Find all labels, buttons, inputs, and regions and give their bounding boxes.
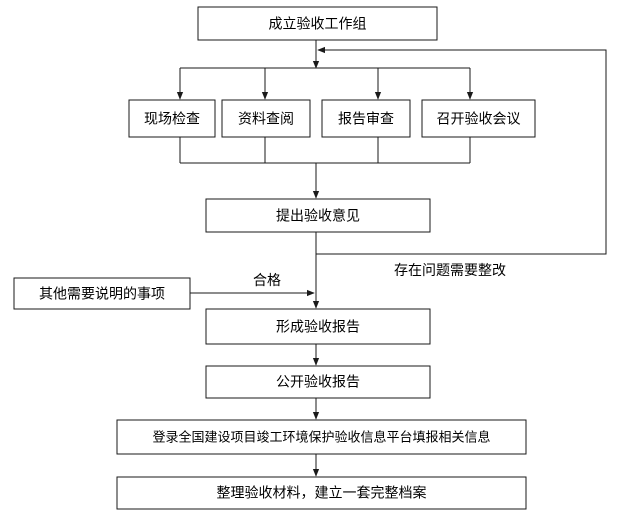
node-hold-meeting: 召开验收会议	[421, 99, 536, 138]
node-register-platform-label: 登录全国建设项目竣工环境保护验收信息平台填报相关信息	[152, 430, 490, 446]
node-hold-meeting-label: 召开验收会议	[437, 112, 521, 128]
node-form-report-label: 形成验收报告	[276, 320, 360, 336]
node-register-platform: 登录全国建设项目竣工环境保护验收信息平台填报相关信息	[116, 419, 527, 455]
node-propose-opinion: 提出验收意见	[205, 198, 431, 233]
node-report-review-label: 报告审查	[338, 112, 394, 128]
edge-label-rectification: 存在问题需要整改	[394, 263, 506, 279]
connectors	[176, 40, 607, 477]
node-publish-report-label: 公开验收报告	[276, 375, 360, 391]
node-form-report: 形成验收报告	[205, 308, 431, 345]
node-publish-report: 公开验收报告	[205, 365, 431, 399]
node-document-review: 资料查阅	[221, 99, 311, 138]
node-onsite-inspection: 现场检查	[128, 99, 216, 138]
edge-label-qualified: 合格	[253, 273, 281, 289]
node-report-review: 报告审查	[321, 99, 411, 138]
feedback-loop-arrow	[316, 46, 607, 255]
node-archive-materials: 整理验收材料，建立一套完整档案	[116, 476, 527, 510]
node-establish-group-label: 成立验收工作组	[269, 17, 367, 33]
node-archive-materials-label: 整理验收材料，建立一套完整档案	[217, 485, 427, 502]
node-establish-group: 成立验收工作组	[197, 6, 438, 41]
node-other-matters: 其他需要说明的事项	[13, 277, 191, 310]
node-document-review-label: 资料查阅	[238, 112, 294, 128]
node-propose-opinion-label: 提出验收意见	[276, 208, 360, 225]
node-other-matters-label: 其他需要说明的事项	[39, 287, 165, 303]
node-onsite-inspection-label: 现场检查	[144, 112, 200, 128]
